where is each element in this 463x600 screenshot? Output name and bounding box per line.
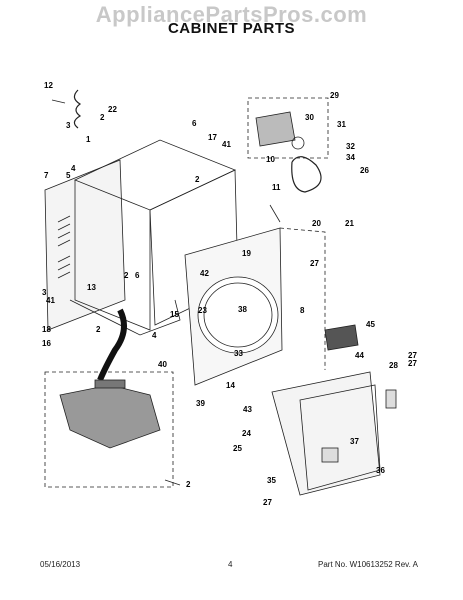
exhaust-duct (97, 308, 127, 382)
bracket-28 (385, 389, 397, 409)
callout-31: 31 (337, 120, 346, 129)
door (271, 371, 381, 496)
door-opening (197, 276, 279, 354)
callout-45: 45 (366, 320, 375, 329)
callout-17: 17 (208, 133, 217, 142)
callout-4: 4 (152, 331, 157, 340)
callout-37: 37 (350, 437, 359, 446)
callout-27: 27 (408, 359, 417, 368)
callout-27: 27 (263, 498, 272, 507)
footer-page-number: 4 (228, 560, 233, 569)
cabinet-left-panel (44, 159, 126, 331)
callout-30: 30 (305, 113, 314, 122)
callout-41: 41 (222, 140, 231, 149)
callout-5: 5 (66, 171, 71, 180)
callout-3: 3 (66, 121, 71, 130)
motor (255, 111, 296, 147)
callout-32: 32 (346, 142, 355, 151)
footer-date: 05/16/2013 (40, 560, 81, 569)
watermark: AppliancePartsPros.com (95, 2, 368, 27)
callout-36: 36 (376, 466, 385, 475)
callout-27: 27 (408, 351, 417, 360)
dashed-box-burner (44, 371, 174, 488)
callout-12: 12 (44, 81, 53, 90)
callout-22: 22 (108, 105, 117, 114)
callout-40: 40 (158, 360, 167, 369)
dashed-outline-front (279, 227, 326, 370)
callout-44: 44 (355, 351, 364, 360)
callout-33: 33 (234, 349, 243, 358)
callout-16: 16 (42, 339, 51, 348)
callout-11: 11 (272, 183, 281, 192)
callout-43: 43 (243, 405, 252, 414)
callout-2: 2 (195, 175, 200, 184)
callout-21: 21 (345, 219, 354, 228)
callout-2: 2 (186, 480, 191, 489)
callout-29: 29 (330, 91, 339, 100)
callout-1: 1 (86, 135, 91, 144)
callout-20: 20 (312, 219, 321, 228)
callout-13: 13 (87, 283, 96, 292)
callout-8: 8 (300, 306, 305, 315)
callout-35: 35 (267, 476, 276, 485)
grille-45 (324, 324, 359, 351)
callout-3: 3 (42, 288, 47, 297)
callout-26: 26 (360, 166, 369, 175)
belt (291, 156, 322, 193)
callout-14: 14 (226, 381, 235, 390)
page-title: CABINET PARTS (167, 20, 296, 37)
callout-2: 2 (96, 325, 101, 334)
callout-15: 15 (170, 310, 179, 319)
callout-19: 19 (242, 249, 251, 258)
callout-38: 38 (238, 305, 247, 314)
callout-42: 42 (200, 269, 209, 278)
callout-2: 2 (124, 271, 129, 280)
callout-27: 27 (310, 259, 319, 268)
callout-23: 23 (198, 306, 207, 315)
callout-18: 18 (42, 325, 51, 334)
power-cord (73, 89, 82, 129)
burner-assembly (59, 384, 161, 449)
callout-24: 24 (242, 429, 251, 438)
callout-39: 39 (196, 399, 205, 408)
callout-2: 2 (100, 113, 105, 122)
callout-6: 6 (135, 271, 140, 280)
callout-34: 34 (346, 153, 355, 162)
callout-41: 41 (46, 296, 55, 305)
callout-7: 7 (44, 171, 49, 180)
door-handle (321, 447, 339, 463)
callout-4: 4 (71, 164, 76, 173)
footer-part-number: Part No. W10613252 Rev. A (318, 560, 418, 569)
callout-28: 28 (389, 361, 398, 370)
callout-10: 10 (266, 155, 275, 164)
callout-25: 25 (233, 444, 242, 453)
callout-6: 6 (192, 119, 197, 128)
